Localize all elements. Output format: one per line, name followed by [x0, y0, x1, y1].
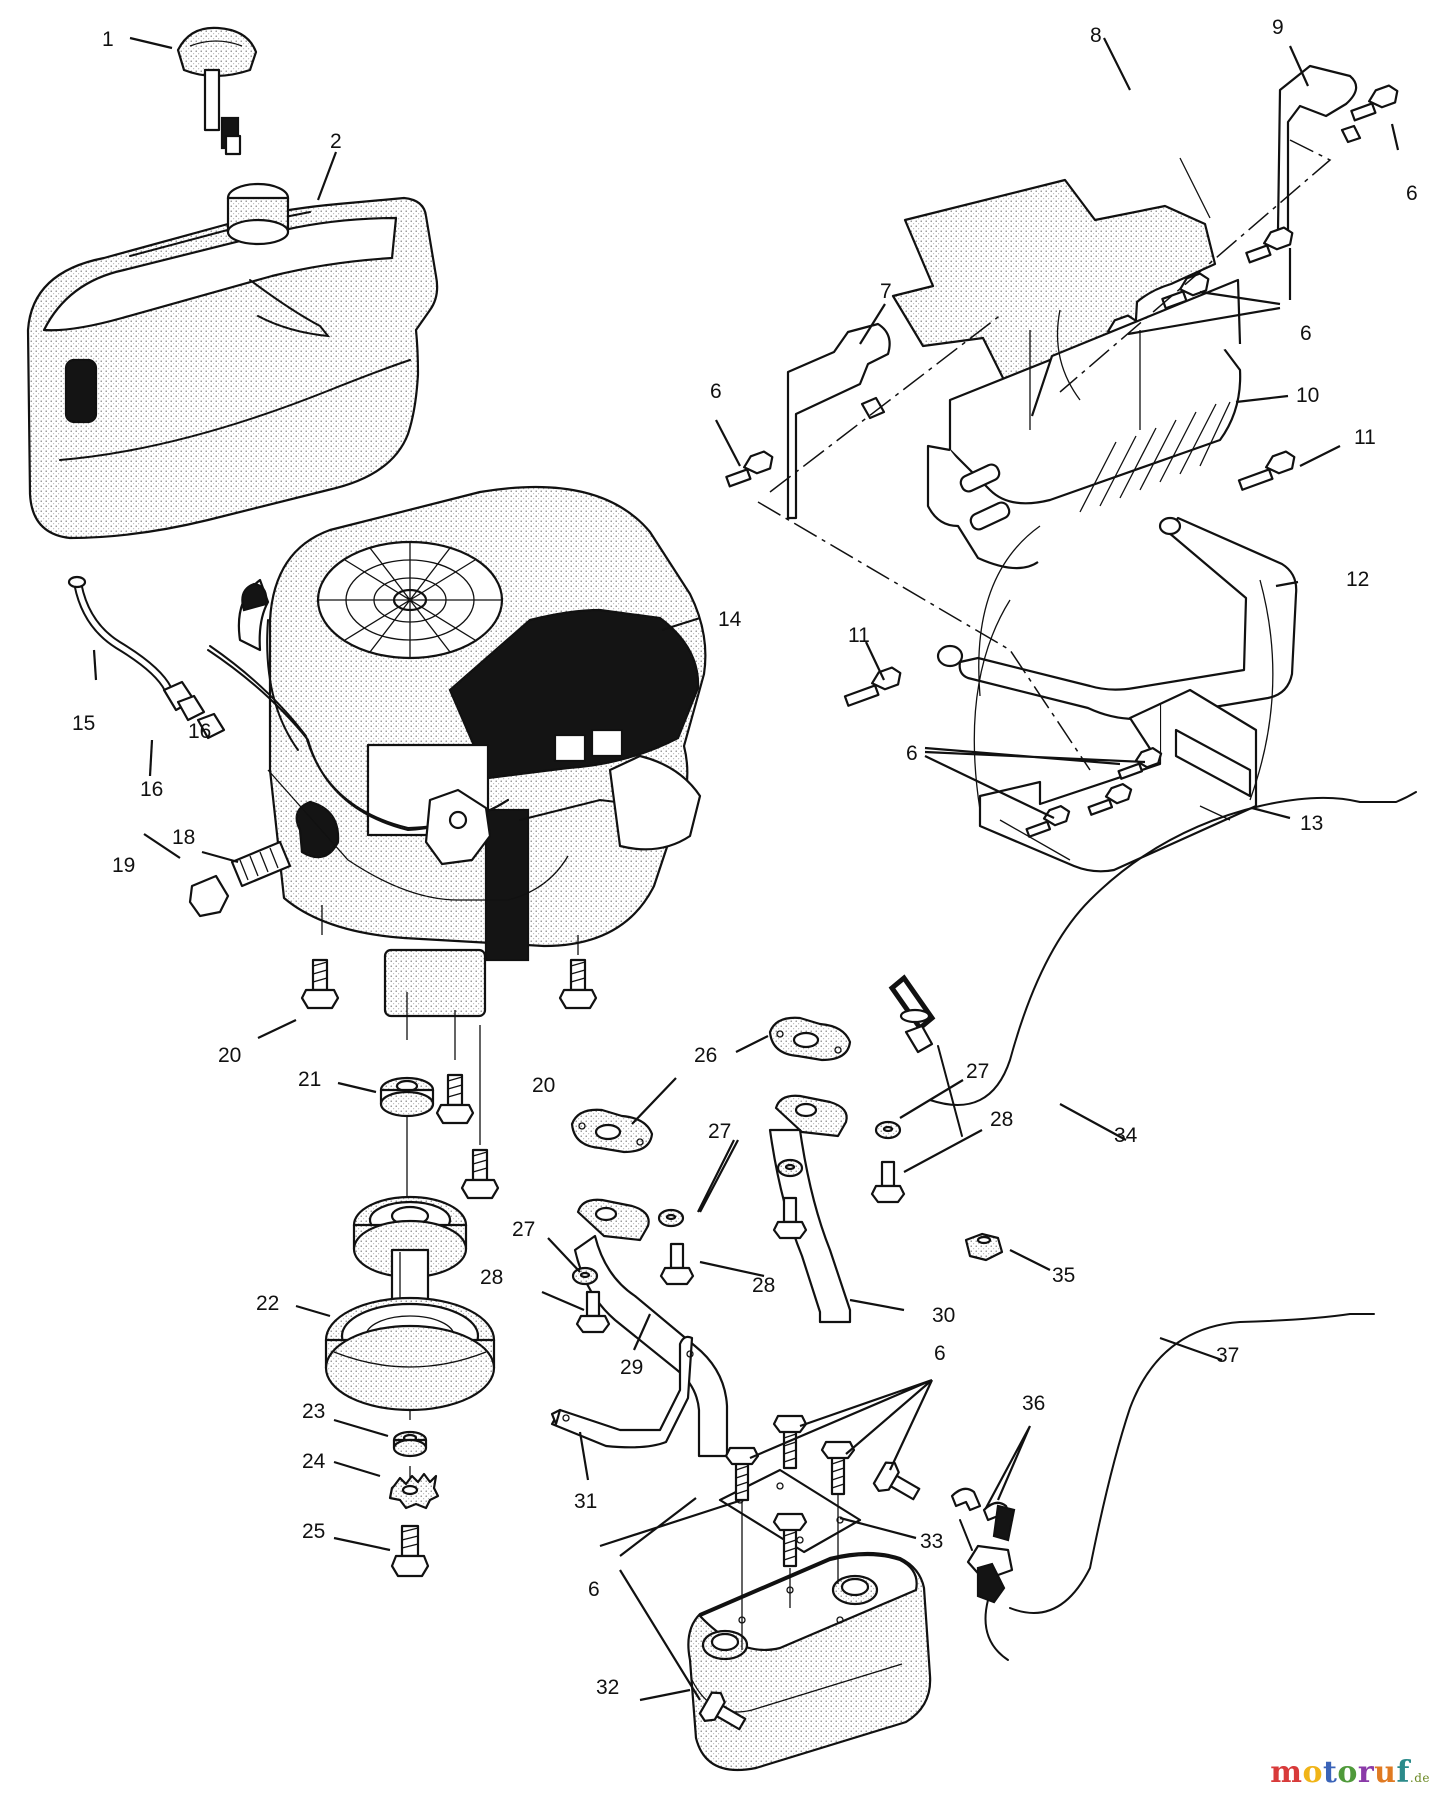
watermark-letter: r — [1357, 1755, 1375, 1790]
callout-20: 20 — [532, 1074, 555, 1097]
callout-35: 35 — [1052, 1264, 1075, 1287]
pulley-stack — [324, 992, 496, 1578]
heat-shield-13 — [978, 688, 1258, 873]
callouts: 1 2 6 6 6 6 7 8 9 10 11 11 12 13 14 15 1… — [72, 16, 1418, 1699]
callout-26: 26 — [694, 1044, 717, 1067]
leader-lines — [92, 36, 1400, 1702]
exhaust-gaskets — [570, 1016, 852, 1154]
callout-23: 23 — [302, 1400, 325, 1423]
watermark-letter: f — [1396, 1755, 1410, 1790]
callout-25: 25 — [302, 1520, 325, 1543]
watermark-letter: o — [1302, 1755, 1323, 1790]
drain-plug — [188, 840, 292, 918]
callout-15: 15 — [72, 712, 95, 735]
watermark-text: motoruf — [1270, 1755, 1410, 1790]
fuel-line — [67, 575, 226, 740]
callout-20: 20 — [218, 1044, 241, 1067]
callout-37: 37 — [1216, 1344, 1239, 1367]
callout-14: 14 — [718, 608, 742, 631]
callout-27: 27 — [708, 1120, 731, 1143]
watermark-letter: o — [1337, 1755, 1358, 1790]
callout-13: 13 — [1300, 812, 1323, 835]
heat-shield-10 — [926, 278, 1242, 570]
watermark-letter: u — [1374, 1755, 1397, 1790]
callout-28: 28 — [480, 1266, 503, 1289]
callout-28: 28 — [752, 1274, 775, 1297]
bracket-7 — [786, 322, 891, 520]
callout-1: 1 — [102, 28, 114, 51]
callout-30: 30 — [932, 1304, 955, 1327]
callout-34: 34 — [1114, 1124, 1138, 1147]
engine-bolts — [300, 905, 598, 1200]
fuel-cap — [176, 26, 258, 156]
bracket-9 — [1276, 64, 1362, 232]
callout-2: 2 — [330, 130, 342, 153]
handle-12 — [936, 516, 1298, 720]
watermark-letter: t — [1322, 1755, 1338, 1790]
callout-27: 27 — [512, 1218, 535, 1241]
watermark-letter: m — [1270, 1755, 1303, 1790]
callout-7: 7 — [880, 280, 892, 303]
callout-22: 22 — [256, 1292, 279, 1315]
callout-27: 27 — [966, 1060, 989, 1083]
callout-8: 8 — [1090, 24, 1102, 47]
handle-bolts-11 — [843, 450, 1296, 707]
fuel-tank — [26, 182, 439, 540]
assembly-lines — [757, 139, 1332, 811]
choke-cable — [950, 1313, 1375, 1661]
callout-21: 21 — [298, 1068, 321, 1091]
callout-6: 6 — [934, 1342, 946, 1365]
exhaust-pipe-30 — [768, 1094, 852, 1324]
callout-24: 24 — [302, 1450, 326, 1473]
callout-6: 6 — [588, 1578, 600, 1601]
callout-18: 18 — [172, 826, 195, 849]
callout-9: 9 — [1272, 16, 1284, 39]
callout-6: 6 — [710, 380, 722, 403]
callout-16: 16 — [140, 778, 163, 801]
muffler-bracket-31 — [550, 1335, 694, 1449]
callout-10: 10 — [1296, 384, 1319, 407]
watermark-suffix: .de — [1409, 1771, 1430, 1785]
callout-31: 31 — [574, 1490, 597, 1513]
engine — [207, 486, 707, 1018]
callout-19: 19 — [112, 854, 135, 877]
callout-6: 6 — [1300, 322, 1312, 345]
callout-11: 11 — [1354, 426, 1376, 449]
muffler — [687, 1551, 932, 1772]
callout-32: 32 — [596, 1676, 619, 1699]
callout-6: 6 — [906, 742, 918, 765]
washers-27 — [571, 1120, 902, 1286]
callout-16: 16 — [188, 720, 211, 743]
bolts-28 — [575, 1160, 906, 1334]
callout-29: 29 — [620, 1356, 643, 1379]
throttle-cable — [888, 791, 1417, 1262]
callout-36: 36 — [1022, 1392, 1045, 1415]
callout-11: 11 — [848, 624, 870, 647]
callout-28: 28 — [990, 1108, 1013, 1131]
watermark-logo: motoruf.de — [1270, 1755, 1430, 1790]
callout-33: 33 — [920, 1530, 943, 1553]
callout-12: 12 — [1346, 568, 1369, 591]
callout-6: 6 — [1406, 182, 1418, 205]
